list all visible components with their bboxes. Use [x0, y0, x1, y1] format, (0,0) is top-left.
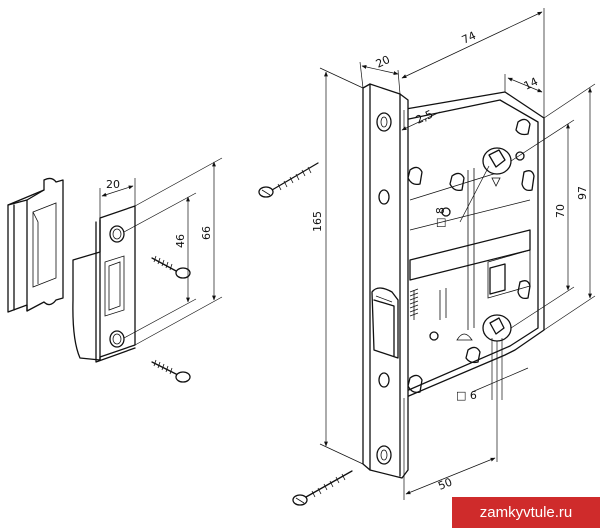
dim-spindle-square: □ 8 — [434, 207, 447, 228]
dim-backset-total: 74 — [460, 29, 478, 47]
strike-dimensions: 20 46 66 — [99, 157, 223, 346]
lock-case — [399, 91, 545, 399]
dim-top-offset: 14 — [522, 75, 540, 93]
strike-box — [7, 177, 64, 313]
faceplate-hole-top — [376, 112, 392, 132]
dim-strike-height: 66 — [200, 226, 213, 240]
lock-faceplate — [362, 83, 409, 479]
lock-dimensions: 20 74 14 2,5 165 97 70 □ 8 — [311, 8, 596, 500]
dim-handle-spacing: 70 — [554, 204, 567, 218]
strike-screw-hole-top — [109, 225, 125, 243]
dim-backset: 50 — [436, 475, 454, 492]
strike-screw-hole-bottom — [109, 330, 125, 348]
faceplate-screw-lower — [292, 470, 353, 506]
strike-screw-upper — [151, 255, 191, 279]
dim-height-total: 165 — [311, 211, 324, 232]
faceplate-hole-middle — [378, 189, 390, 388]
faceplate-hole-bottom — [376, 445, 392, 465]
dim-strike-width: 20 — [106, 178, 120, 191]
site-watermark: zamkyvtule.ru — [452, 497, 600, 528]
faceplate-screw-upper — [258, 162, 319, 198]
latch-bolt — [371, 287, 399, 359]
dim-key-square: □ 6 — [456, 389, 477, 402]
dim-strike-hole-spacing: 46 — [174, 234, 187, 248]
dim-case-height: 97 — [576, 186, 589, 200]
strike-plate — [72, 205, 136, 363]
dim-faceplate-width: 20 — [374, 53, 392, 71]
strike-screw-lower — [151, 359, 191, 383]
